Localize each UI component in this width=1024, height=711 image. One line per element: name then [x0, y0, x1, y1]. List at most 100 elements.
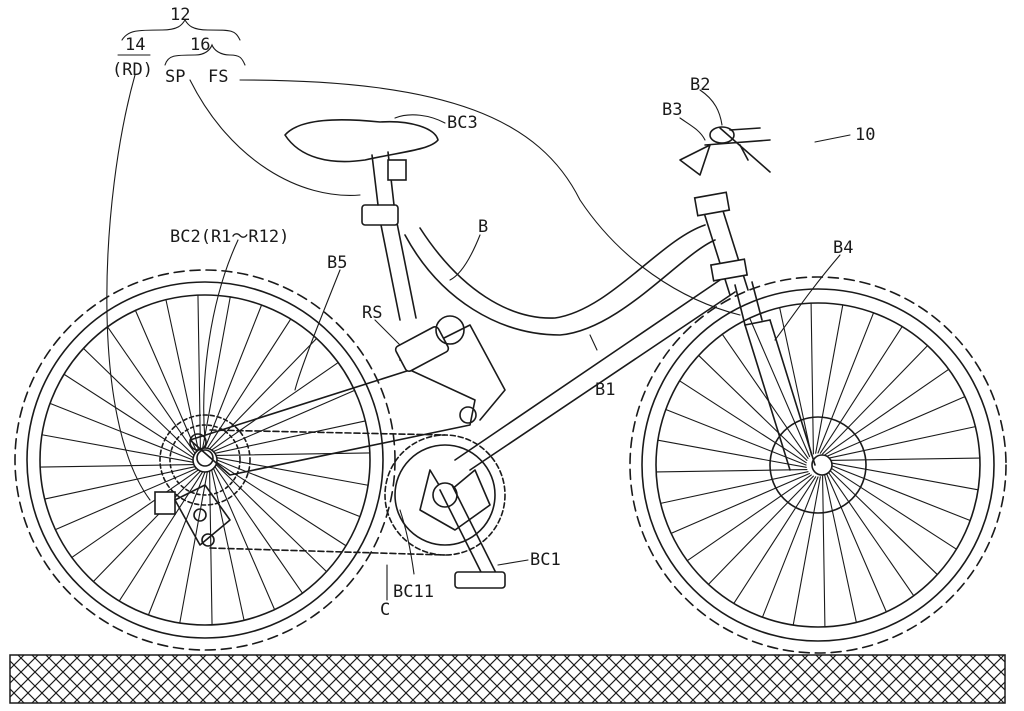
front-disc-brake [769, 416, 867, 514]
chain [209, 429, 446, 556]
front-wheel [629, 276, 1007, 654]
label-bc1: BC1 [530, 550, 561, 570]
front-spoke [822, 345, 929, 455]
rear-spoke [118, 471, 204, 602]
rear-spoke [41, 434, 194, 463]
label-b4: B4 [833, 238, 853, 258]
front-spokes [655, 302, 981, 628]
front-spoke [733, 476, 817, 604]
rear-spoke [54, 467, 198, 531]
front-spoke [822, 475, 826, 628]
front-spoke [825, 472, 887, 613]
rear-spoke [71, 469, 199, 558]
frame [189, 191, 749, 476]
saddle [284, 119, 439, 206]
front-spoke [827, 471, 915, 597]
down-tube [454, 279, 736, 471]
front-spoke [655, 469, 808, 473]
rear-spoke [216, 457, 369, 486]
crankset [384, 434, 506, 589]
swing-arm [189, 369, 476, 476]
rear-spoke [206, 318, 292, 449]
rear-spokes [39, 294, 371, 626]
front-spoke [665, 408, 807, 466]
rear-spoke [214, 420, 366, 454]
front-spoke [810, 302, 814, 455]
front-spoke [824, 474, 857, 623]
label-b1: B1 [595, 380, 615, 400]
rear-spoke [211, 469, 245, 621]
rear-spoke [147, 471, 206, 616]
rear-spoke [44, 466, 196, 500]
label-12: 12 [170, 5, 190, 25]
front-spoke [686, 474, 812, 562]
front-tire-inner [641, 288, 995, 642]
front-spoke [657, 439, 807, 468]
labels: 12 14 (RD) 16 SP FS B B1 B2 B3 B4 B5 BC1… [112, 5, 875, 620]
front-spoke [670, 472, 811, 534]
front-spoke [721, 333, 809, 459]
label-rd: (RD) [112, 60, 153, 80]
front-spoke [827, 426, 976, 459]
label-rs: RS [362, 303, 382, 323]
front-spoke [698, 354, 808, 461]
front-spoke [829, 464, 971, 522]
rear-spoke [214, 466, 303, 594]
label-b5: B5 [327, 253, 347, 273]
front-fork [734, 281, 816, 471]
label-bc2: BC2(R1～R12) [170, 227, 289, 247]
label-b3: B3 [662, 100, 682, 120]
front-spoke [815, 304, 844, 454]
front-spoke [817, 312, 875, 454]
label-fs: FS [208, 67, 228, 87]
rear-spoke [92, 470, 201, 583]
front-spoke [679, 380, 807, 464]
front-spoke [825, 396, 966, 458]
rear-spoke [63, 373, 194, 459]
front-spoke [828, 457, 981, 461]
front-spoke [829, 466, 957, 550]
front-hub [811, 454, 833, 476]
rear-spoke [204, 304, 263, 449]
rear-derailleur [154, 484, 231, 547]
label-c: C [380, 600, 390, 620]
front-spoke [707, 475, 814, 585]
rear-cassette [159, 414, 251, 506]
top-tube [404, 234, 716, 336]
label-14: 14 [125, 35, 145, 55]
handlebar [679, 126, 771, 176]
rear-spoke [179, 471, 208, 624]
rear-spoke [216, 459, 361, 518]
leader-lines [106, 18, 851, 601]
rear-spoke [216, 461, 347, 547]
rear-spoke [215, 464, 328, 573]
label-b: B [478, 217, 488, 237]
rear-spoke [49, 402, 194, 461]
rear-spoke [82, 347, 195, 456]
rear-spoke [215, 452, 371, 456]
ground [9, 654, 1006, 704]
rear-tire-outer [14, 269, 396, 651]
rear-wheel [14, 269, 396, 651]
rear-shock [394, 325, 450, 373]
front-rim [655, 302, 981, 628]
rear-spoke [197, 294, 201, 450]
front-tire-outer [629, 276, 1007, 654]
label-10: 10 [855, 125, 875, 145]
rear-spoke [107, 326, 196, 454]
rear-spoke [212, 467, 276, 611]
rear-spoke [165, 299, 199, 451]
pedal [454, 571, 506, 589]
front-spoke [761, 476, 819, 618]
rear-spoke [211, 362, 339, 451]
crank-arm [439, 484, 498, 581]
label-bc11: BC11 [393, 582, 434, 602]
front-spoke [792, 476, 821, 626]
front-spoke [828, 469, 938, 576]
rear-spoke [212, 389, 356, 453]
front-spoke [829, 462, 979, 491]
front-spoke [819, 326, 903, 454]
front-spoke [749, 317, 811, 458]
seat-tube [377, 207, 417, 321]
